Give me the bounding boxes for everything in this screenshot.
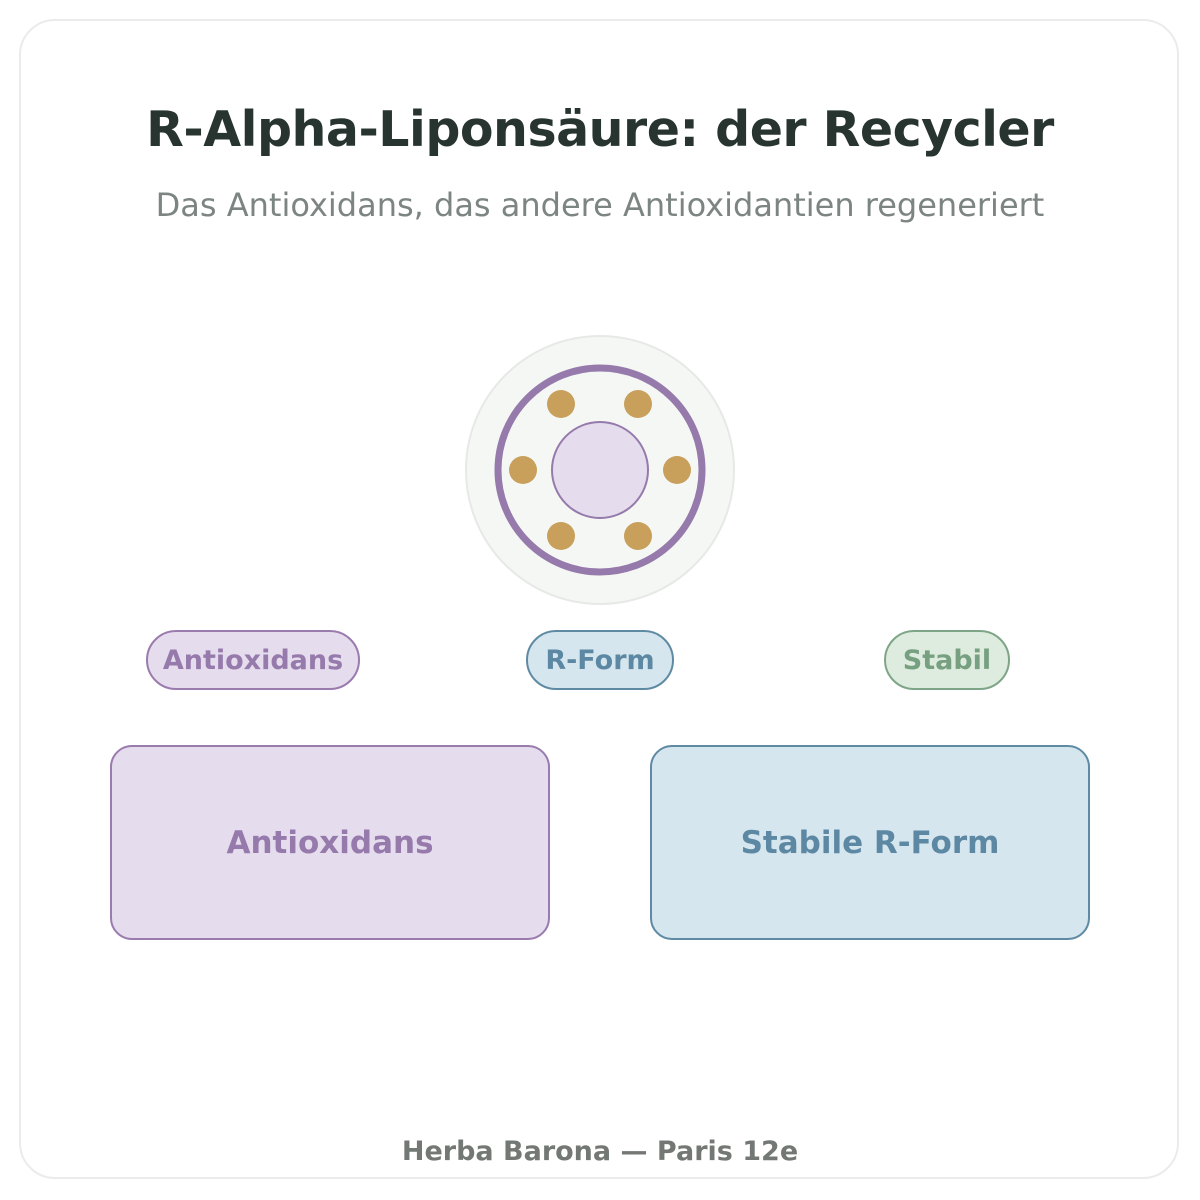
- emblem-ring: [494, 364, 706, 576]
- footer-credit: Herba Barona — Paris 12e: [401, 1136, 799, 1167]
- card-stabile-r-form: Stabile R-Form: [650, 745, 1090, 940]
- page-title: R-Alpha-Liponsäure: der Recycler: [146, 101, 1054, 158]
- emblem-dot: [663, 456, 691, 484]
- molecule-ring-icon: [465, 335, 735, 605]
- emblem-dot: [547, 522, 575, 550]
- emblem-dot: [624, 522, 652, 550]
- emblem-dot: [547, 390, 575, 418]
- card-antioxidans-label: Antioxidans: [226, 824, 434, 861]
- tag-stabil: Stabil: [884, 630, 1010, 690]
- card-antioxidans: Antioxidans: [110, 745, 550, 940]
- emblem-core: [551, 421, 649, 519]
- tag-r-form: R-Form: [526, 630, 674, 690]
- page-subtitle: Das Antioxidans, das andere Antioxidanti…: [155, 186, 1045, 224]
- emblem-dot: [509, 456, 537, 484]
- card-stabile-r-form-label: Stabile R-Form: [740, 824, 1000, 861]
- tag-antioxidans: Antioxidans: [146, 630, 360, 690]
- emblem-dot: [624, 390, 652, 418]
